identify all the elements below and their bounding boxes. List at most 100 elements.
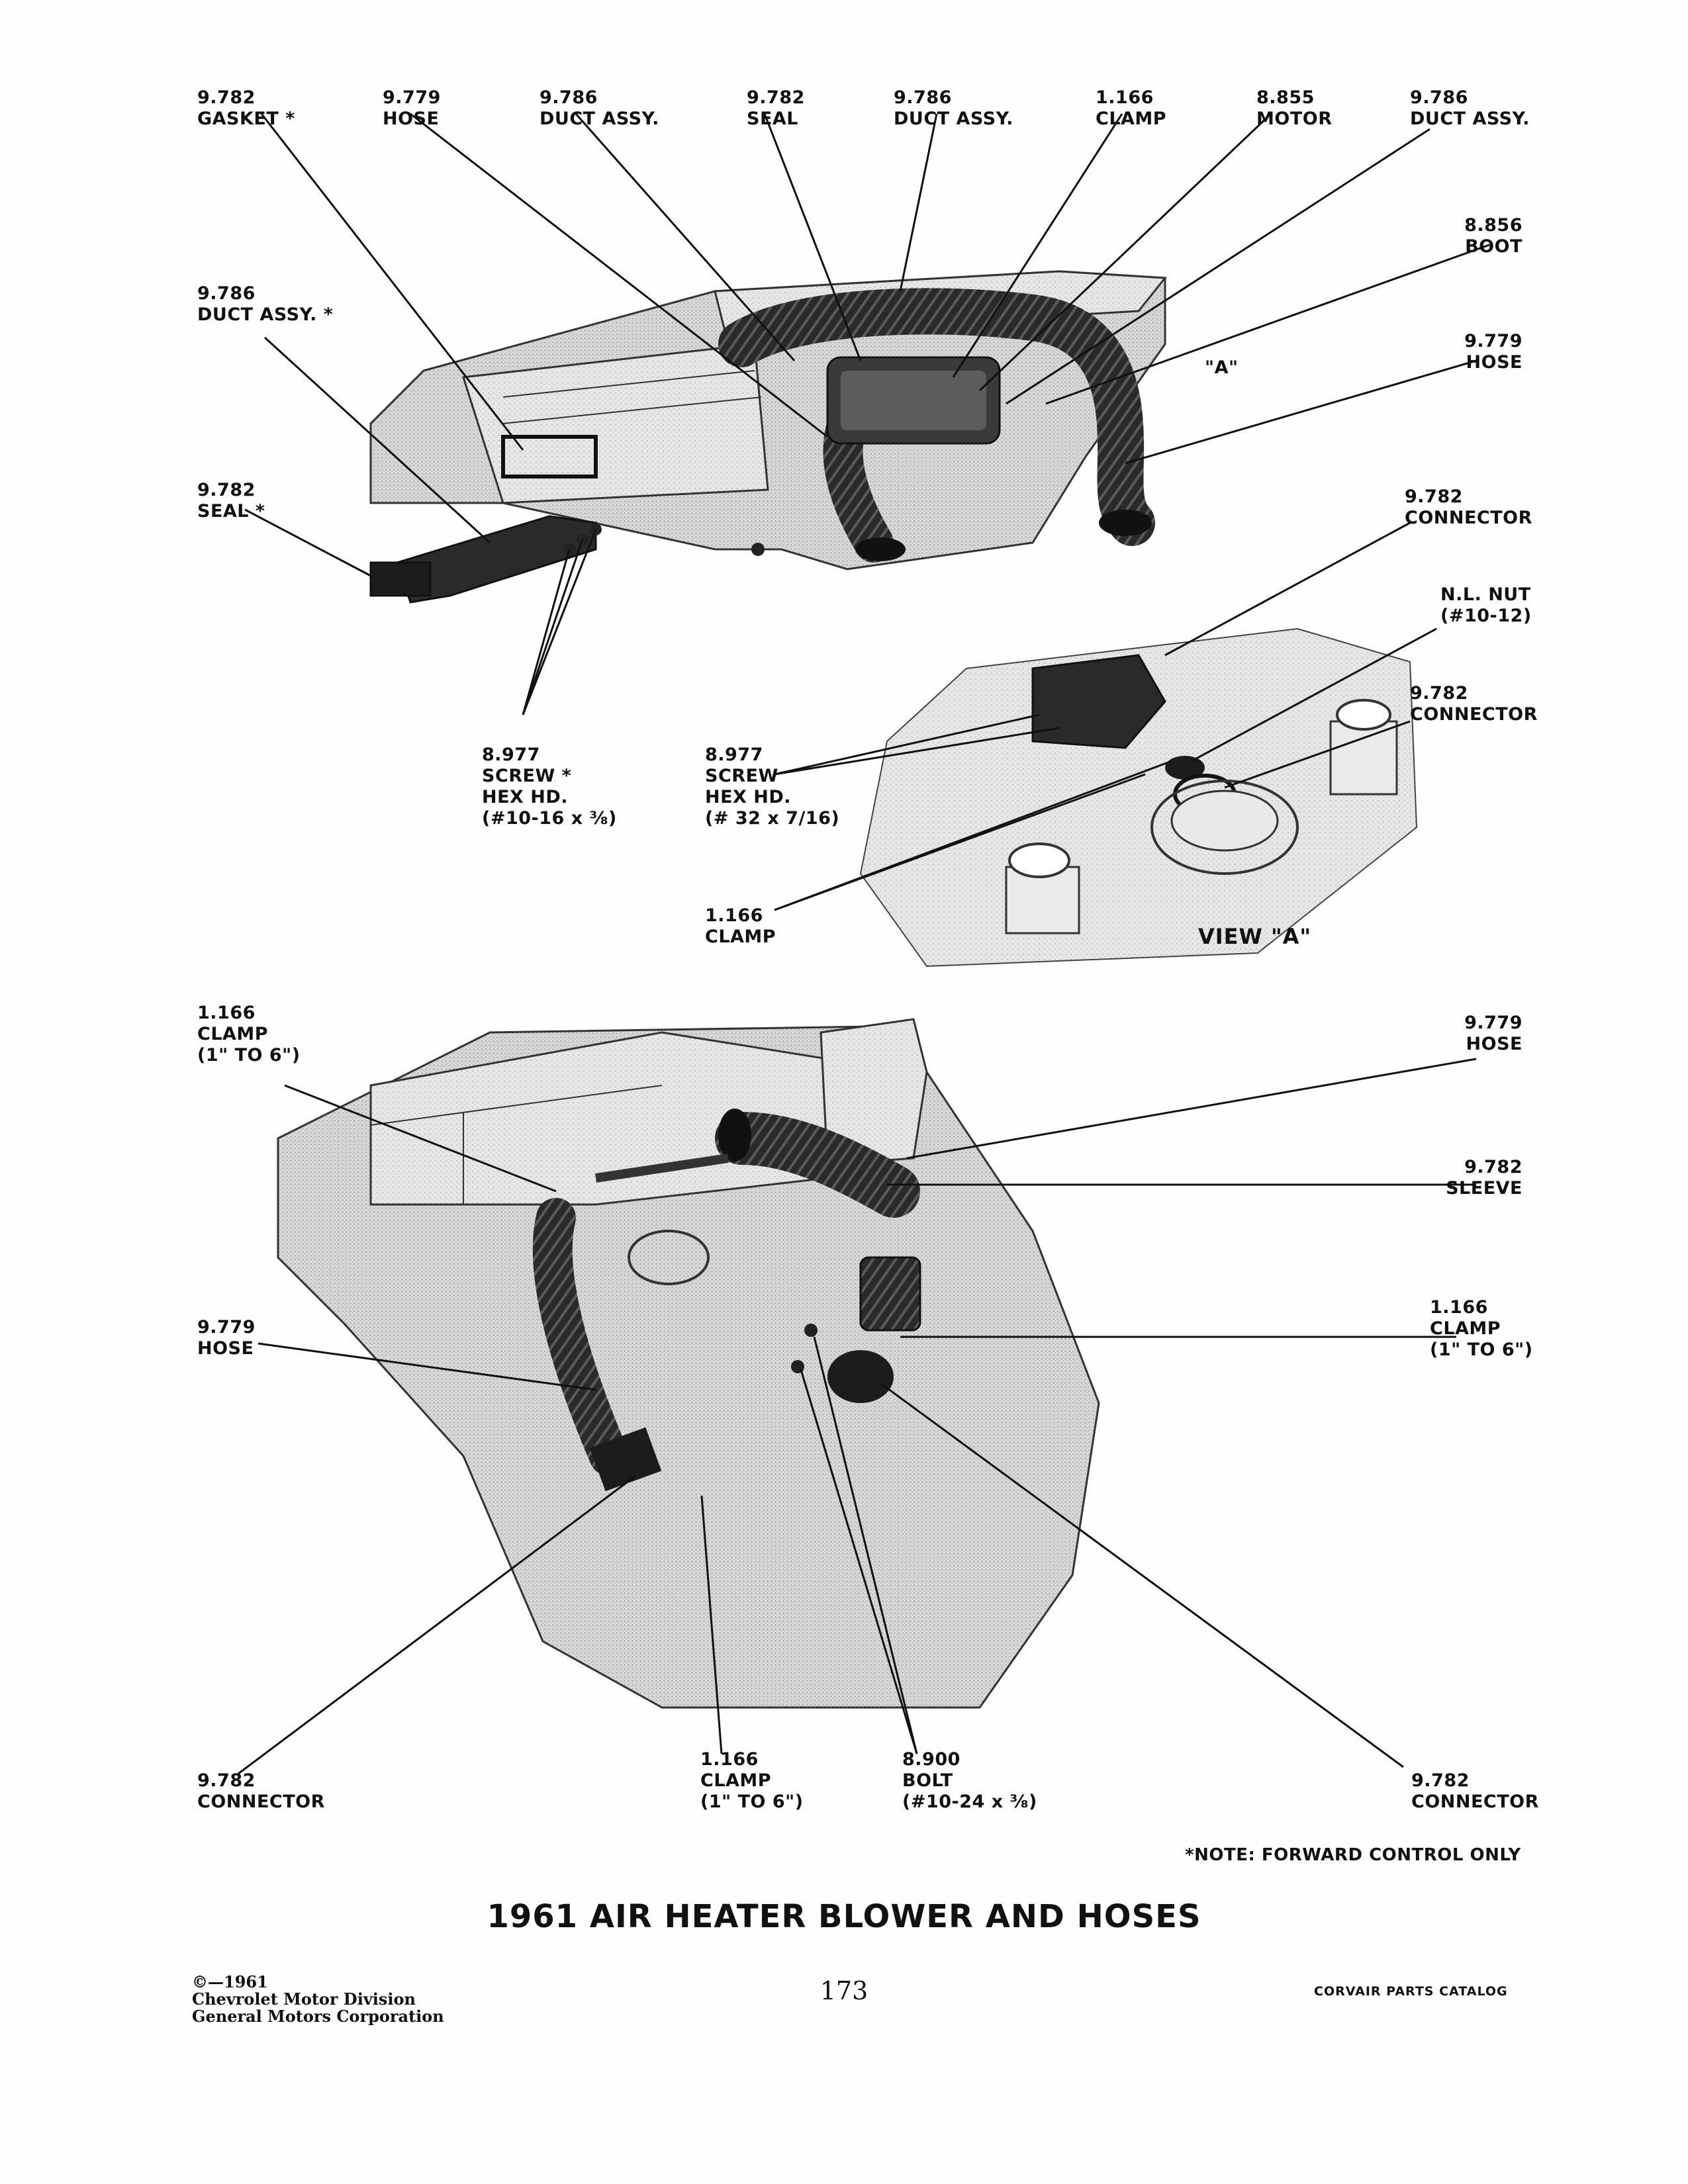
part-number: 9.786 xyxy=(1410,87,1468,108)
part-number: 9.782 xyxy=(197,1770,256,1791)
part-spec: (#10-16 x ⅜) xyxy=(482,808,617,829)
part-number: 1.166 xyxy=(700,1749,759,1770)
part-number: 8.856 xyxy=(1464,215,1523,236)
label-seal-top: 9.782 SEAL xyxy=(747,87,805,130)
part-name: CONNECTOR xyxy=(1405,508,1532,528)
page-title: 1961 AIR HEATER BLOWER AND HOSES xyxy=(487,1898,1201,1935)
part-name: CLAMP xyxy=(1430,1318,1501,1339)
part-number: 9.782 xyxy=(197,480,256,500)
label-clamp-lower-right: 1.166 CLAMP (1" TO 6") xyxy=(1430,1297,1533,1361)
part-name: SLEEVE xyxy=(1446,1178,1523,1199)
part-name: SEAL xyxy=(747,109,798,129)
part-name: GASKET * xyxy=(197,109,295,129)
part-name: DUCT ASSY. xyxy=(1410,109,1530,129)
label-seal-left: 9.782 SEAL * xyxy=(197,480,265,522)
part-number: 8.977 xyxy=(705,745,763,765)
page-number: 173 xyxy=(820,1976,868,2005)
view-a-caption: VIEW "A" xyxy=(1198,924,1312,949)
label-clamp-top: 1.166 CLAMP xyxy=(1096,87,1166,130)
view-a-marker: "A" xyxy=(1205,357,1239,378)
part-name: DUCT ASSY. xyxy=(539,109,659,129)
part-name: BOLT xyxy=(902,1770,953,1791)
part-number: 1.166 xyxy=(1430,1297,1488,1318)
label-duct-top-3: 9.786 DUCT ASSY. xyxy=(1410,87,1530,130)
label-motor-top: 8.855 MOTOR xyxy=(1256,87,1332,130)
top-assembly-drawing xyxy=(369,270,1167,604)
label-sleeve-lower-right: 9.782 SLEEVE xyxy=(1423,1157,1523,1199)
part-number: 9.779 xyxy=(1464,331,1523,351)
label-nut-right: N.L. NUT (#10-12) xyxy=(1440,584,1532,627)
label-bolt-lower-bottom: 8.900 BOLT (#10-24 x ⅜) xyxy=(902,1749,1037,1813)
part-name: HOSE xyxy=(197,1338,254,1359)
part-name: DUCT ASSY. * xyxy=(197,304,334,325)
part-name: CLAMP xyxy=(197,1024,269,1044)
part-number: 9.782 xyxy=(197,87,256,108)
part-number: 1.166 xyxy=(197,1003,256,1023)
label-connector-lower-left: 9.782 CONNECTOR xyxy=(197,1770,325,1813)
label-screw-left: 8.977 SCREW * HEX HD. (#10-16 x ⅜) xyxy=(482,745,617,829)
label-hose-top: 9.779 HOSE xyxy=(383,87,441,130)
label-clamp-mid: 1.166 CLAMP xyxy=(705,905,776,948)
label-clamp-lower-left: 1.166 CLAMP (1" TO 6") xyxy=(197,1003,301,1066)
label-screw-mid: 8.977 SCREW HEX HD. (# 32 x 7/16) xyxy=(705,745,839,829)
label-gasket-top: 9.782 GASKET * xyxy=(197,87,295,130)
label-boot-right: 8.856 BOOT xyxy=(1443,215,1523,257)
part-name: HOSE xyxy=(1466,352,1523,373)
lower-assembly-drawing xyxy=(277,1018,1100,1709)
part-name: CONNECTOR xyxy=(1411,1792,1539,1812)
label-duct-top-1: 9.786 DUCT ASSY. xyxy=(539,87,659,130)
part-number: 1.166 xyxy=(705,905,763,926)
part-number: 8.900 xyxy=(902,1749,961,1770)
label-clamp-lower-bottom: 1.166 CLAMP (1" TO 6") xyxy=(700,1749,804,1813)
label-connector-right-1: 9.782 CONNECTOR xyxy=(1405,486,1532,529)
part-name: SEAL * xyxy=(197,501,265,522)
part-name: DUCT ASSY. xyxy=(894,109,1013,129)
part-number: 9.786 xyxy=(539,87,598,108)
part-number: 9.786 xyxy=(894,87,952,108)
part-spec: (1" TO 6") xyxy=(1430,1340,1533,1360)
part-name: SCREW xyxy=(705,766,778,786)
part-name: CLAMP xyxy=(700,1770,772,1791)
part-number: 9.782 xyxy=(747,87,805,108)
part-number: 9.779 xyxy=(383,87,441,108)
part-name: SCREW * xyxy=(482,766,572,786)
copyright-block: ©—1961 Chevrolet Motor Division General … xyxy=(192,1974,444,2025)
label-hose-lower-left: 9.779 HOSE xyxy=(197,1317,256,1359)
footnote: *NOTE: FORWARD CONTROL ONLY xyxy=(1185,1845,1521,1865)
copyright-year: ©—1961 xyxy=(192,1972,268,1991)
part-number: 9.782 xyxy=(1411,1770,1470,1791)
label-hose-lower-right: 9.779 HOSE xyxy=(1423,1013,1523,1055)
part-spec: (1" TO 6") xyxy=(700,1792,804,1812)
part-number: 9.782 xyxy=(1464,1157,1523,1177)
part-number: 8.977 xyxy=(482,745,540,765)
part-spec: (#10-12) xyxy=(1440,606,1532,626)
part-number: 9.782 xyxy=(1405,486,1463,507)
label-hose-right: 9.779 HOSE xyxy=(1443,331,1523,373)
part-spec: (# 32 x 7/16) xyxy=(705,808,840,829)
part-name: CLAMP xyxy=(1096,109,1167,129)
view-a-drawing xyxy=(859,627,1418,968)
part-name: N.L. NUT xyxy=(1440,584,1531,605)
label-connector-right-2: 9.782 CONNECTOR xyxy=(1410,683,1538,725)
part-name: CLAMP xyxy=(705,927,776,947)
leader-lines xyxy=(238,113,1490,1775)
copyright-corporation: General Motors Corporation xyxy=(192,2007,444,2026)
copyright-division: Chevrolet Motor Division xyxy=(192,1989,416,2009)
part-name: MOTOR xyxy=(1256,109,1333,129)
part-spec: (#10-24 x ⅜) xyxy=(902,1792,1037,1812)
part-name: HOSE xyxy=(1466,1034,1523,1054)
part-number: 9.786 xyxy=(197,283,256,304)
part-detail: HEX HD. xyxy=(705,787,792,807)
part-name: CONNECTOR xyxy=(1410,704,1538,725)
part-number: 9.779 xyxy=(1464,1013,1523,1033)
label-duct-left: 9.786 DUCT ASSY. * xyxy=(197,283,333,326)
catalog-name: CORVAIR PARTS CATALOG xyxy=(1314,1984,1508,1999)
part-spec: (1" TO 6") xyxy=(197,1045,301,1066)
part-number: 1.166 xyxy=(1096,87,1154,108)
part-number: 9.779 xyxy=(197,1317,256,1338)
label-duct-top-2: 9.786 DUCT ASSY. xyxy=(894,87,1013,130)
part-number: 8.855 xyxy=(1256,87,1315,108)
label-connector-lower-right: 9.782 CONNECTOR xyxy=(1411,1770,1539,1813)
part-detail: HEX HD. xyxy=(482,787,569,807)
